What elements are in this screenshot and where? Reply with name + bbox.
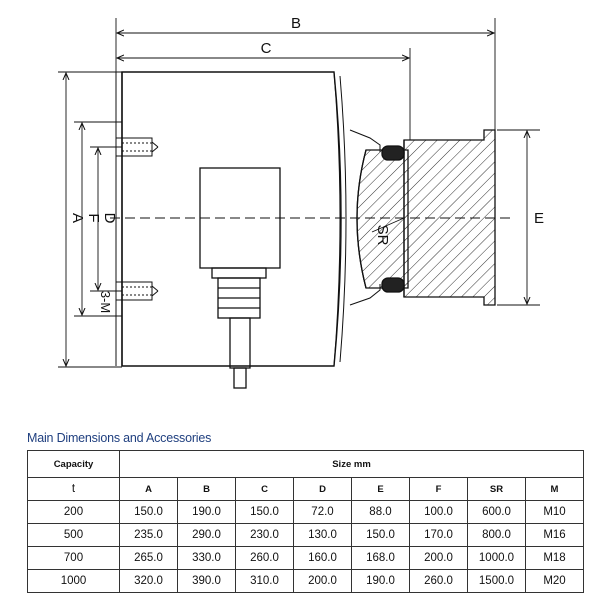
column-header: M: [525, 477, 584, 501]
dimensions-table: Capacity Size mm t A B C D E F SR M 200 …: [27, 450, 584, 593]
cell: 1000.0: [467, 546, 526, 570]
cell: 1500.0: [467, 569, 526, 593]
cell: 260.0: [409, 569, 468, 593]
cell: 150.0: [351, 523, 410, 547]
cell: M10: [525, 500, 584, 524]
column-header: D: [293, 477, 352, 501]
cell: 200.0: [409, 546, 468, 570]
cell: 1000: [27, 569, 120, 593]
table-row: 500 235.0 290.0 230.0 130.0 150.0 170.0 …: [27, 523, 584, 547]
cell: 200: [27, 500, 120, 524]
label-E: E: [534, 210, 544, 227]
compression-head: [349, 129, 496, 306]
cell: 235.0: [119, 523, 178, 547]
cell: 230.0: [235, 523, 294, 547]
cell: 700: [27, 546, 120, 570]
label-B: B: [291, 15, 301, 32]
cell: M18: [525, 546, 584, 570]
label-F: F: [85, 213, 102, 222]
cell: 310.0: [235, 569, 294, 593]
cell: 150.0: [235, 500, 294, 524]
cell: 390.0: [177, 569, 236, 593]
dimension-lines: [58, 18, 540, 368]
cell: 160.0: [293, 546, 352, 570]
cell: 190.0: [351, 569, 410, 593]
table-header-row: Capacity Size mm: [27, 450, 584, 478]
cell: M20: [525, 569, 584, 593]
label-SR: SR: [374, 225, 391, 246]
cell: 800.0: [467, 523, 526, 547]
column-header: F: [409, 477, 468, 501]
sr-leader: [371, 217, 405, 233]
label-C: C: [261, 40, 272, 57]
table-row: 700 265.0 330.0 260.0 160.0 168.0 200.0 …: [27, 546, 584, 570]
cell: 265.0: [119, 546, 178, 570]
cell: 72.0: [293, 500, 352, 524]
technical-drawing: B C A F D E SR 3-M: [58, 15, 544, 389]
label-M: 3-M: [98, 291, 113, 313]
cell: 150.0: [119, 500, 178, 524]
column-header: E: [351, 477, 410, 501]
size-header: Size mm: [119, 450, 584, 478]
cell: 100.0: [409, 500, 468, 524]
cell: 320.0: [119, 569, 178, 593]
column-header: B: [177, 477, 236, 501]
column-header: C: [235, 477, 294, 501]
cell: 190.0: [177, 500, 236, 524]
section-title: Main Dimensions and Accessories: [27, 431, 212, 445]
column-header: SR: [467, 477, 526, 501]
label-D: D: [101, 213, 118, 224]
cell: M16: [525, 523, 584, 547]
cell: 130.0: [293, 523, 352, 547]
label-A: A: [69, 213, 86, 223]
cell: 168.0: [351, 546, 410, 570]
cylinder-body: [115, 71, 347, 367]
capacity-header: Capacity: [27, 450, 120, 478]
cell: 260.0: [235, 546, 294, 570]
mounting-bolts: [115, 137, 159, 301]
cell: 330.0: [177, 546, 236, 570]
connector: [199, 167, 281, 389]
unit-cell: t: [27, 477, 120, 501]
cell: 600.0: [467, 500, 526, 524]
cell: 88.0: [351, 500, 410, 524]
cell: 290.0: [177, 523, 236, 547]
cell: 200.0: [293, 569, 352, 593]
table-row: 200 150.0 190.0 150.0 72.0 88.0 100.0 60…: [27, 500, 584, 524]
column-header: A: [119, 477, 178, 501]
table-row: 1000 320.0 390.0 310.0 200.0 190.0 260.0…: [27, 569, 584, 593]
table-column-row: t A B C D E F SR M: [27, 477, 584, 501]
cell: 500: [27, 523, 120, 547]
cell: 170.0: [409, 523, 468, 547]
